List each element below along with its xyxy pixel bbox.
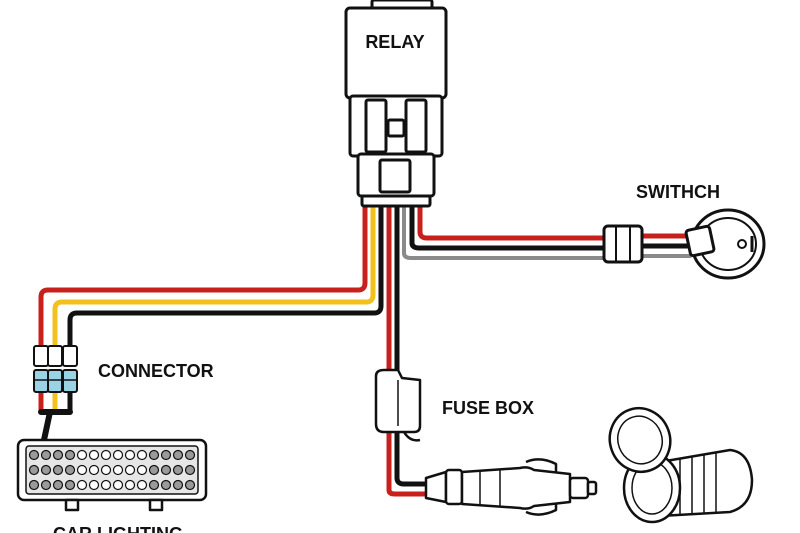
- led-dot: [88, 479, 100, 491]
- led-dot: [64, 449, 76, 461]
- switch-icon: [602, 208, 766, 280]
- car-lighting-label: CAR LIGHTING: [53, 524, 183, 533]
- led-dot: [172, 479, 184, 491]
- led-dot: [136, 479, 148, 491]
- light-bar-icon: [16, 438, 208, 512]
- gray-wire-to-switch: [402, 203, 607, 260]
- led-dot: [64, 479, 76, 491]
- wires: [38, 197, 693, 497]
- led-dot: [28, 464, 40, 476]
- led-dot: [112, 479, 124, 491]
- led-dot: [88, 449, 100, 461]
- connector-icon: [33, 345, 78, 393]
- led-grid: [28, 449, 196, 491]
- red-wire-to-light: [38, 197, 368, 353]
- led-dot: [100, 479, 112, 491]
- led-dot: [40, 449, 52, 461]
- black-wire-to-plug: [394, 197, 433, 487]
- black-wire-to-light: [67, 197, 384, 353]
- led-dot: [28, 479, 40, 491]
- socket-icon: [608, 406, 754, 524]
- red-wire-to-switch: [417, 202, 608, 241]
- led-dot: [124, 479, 136, 491]
- led-dot: [184, 464, 196, 476]
- led-dot: [184, 449, 196, 461]
- led-dot: [112, 449, 124, 461]
- led-dot: [52, 479, 64, 491]
- led-dot: [160, 479, 172, 491]
- led-dot: [76, 464, 88, 476]
- led-dot: [124, 449, 136, 461]
- led-dot: [40, 464, 52, 476]
- light-feed-wire: [38, 409, 73, 443]
- led-dot: [88, 464, 100, 476]
- fuse-box-icon: [374, 368, 422, 442]
- black-wire-to-switch: [409, 202, 608, 251]
- led-dot: [172, 449, 184, 461]
- led-dot: [64, 464, 76, 476]
- led-dot: [184, 479, 196, 491]
- led-dot: [136, 449, 148, 461]
- led-dot: [28, 449, 40, 461]
- red-wire-fuse-to-plug: [386, 429, 433, 497]
- led-dot: [160, 464, 172, 476]
- relay-label: RELAY: [365, 32, 424, 52]
- cigarette-plug-icon: [424, 458, 598, 516]
- led-dot: [172, 464, 184, 476]
- led-dot: [112, 464, 124, 476]
- led-dot: [52, 449, 64, 461]
- led-dot: [148, 464, 160, 476]
- led-dot: [40, 479, 52, 491]
- led-dot: [52, 464, 64, 476]
- led-dot: [100, 464, 112, 476]
- led-dot: [160, 449, 172, 461]
- connector-label: CONNECTOR: [98, 361, 214, 381]
- led-dot: [136, 464, 148, 476]
- led-dot: [76, 479, 88, 491]
- led-dot: [76, 449, 88, 461]
- yellow-wire-to-light: [52, 197, 376, 353]
- fuse-box-label: FUSE BOX: [442, 398, 534, 418]
- led-dot: [148, 449, 160, 461]
- relay-icon: [344, 0, 448, 208]
- led-dot: [148, 479, 160, 491]
- switch-label: SWITHCH: [636, 182, 720, 202]
- led-dot: [124, 464, 136, 476]
- led-dot: [100, 449, 112, 461]
